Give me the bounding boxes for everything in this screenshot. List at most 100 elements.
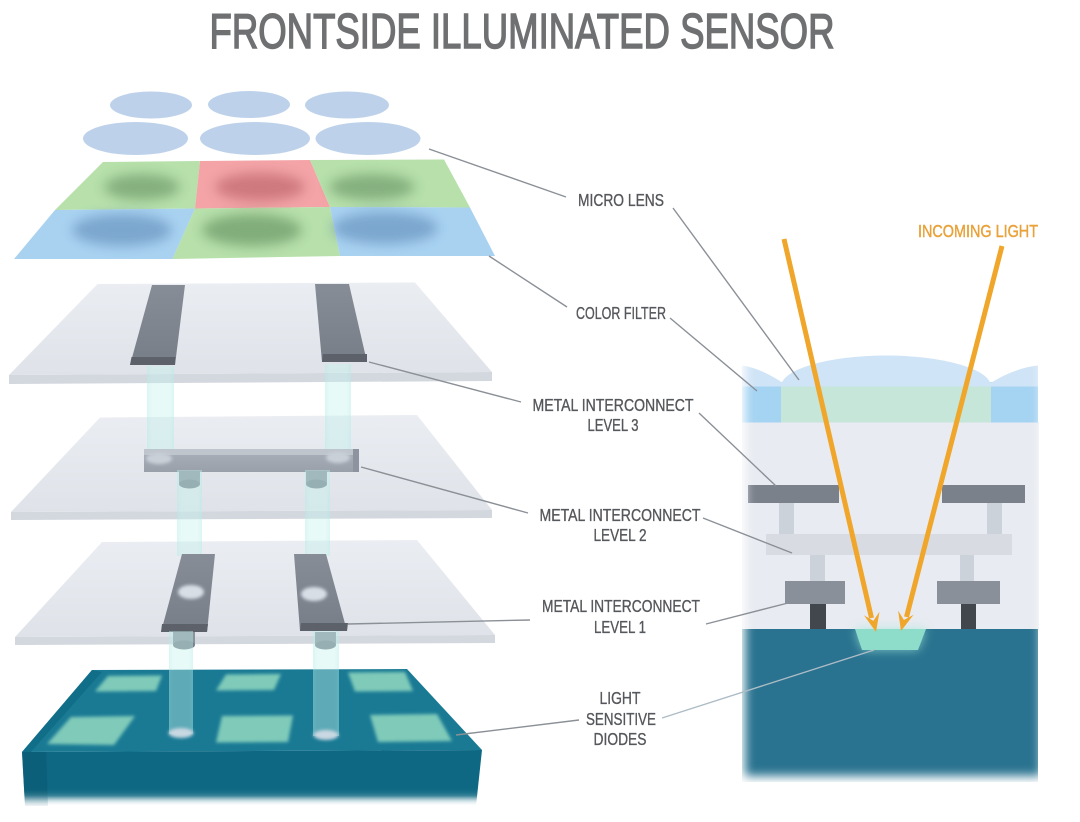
label-diodes-line1: LIGHT	[600, 688, 641, 708]
light-column-b2	[305, 470, 330, 556]
metal2-bar-top	[144, 449, 359, 455]
diode-box-front	[22, 750, 482, 806]
leader-colorfilter-right	[669, 317, 758, 392]
light-ray-right	[904, 245, 1005, 618]
light-columns-b	[177, 470, 330, 556]
label-diodes-line2: SENSITIVE	[586, 709, 656, 729]
leader-microlens-right	[672, 207, 800, 381]
metal2-via-hole-2	[326, 452, 350, 463]
metal3-bar-2-end	[322, 354, 367, 362]
metal1-bar-1-end	[161, 624, 208, 632]
leader-metal2-right	[702, 517, 793, 554]
microlens-array	[83, 91, 421, 155]
label-metal1-line1: METAL INTERCONNECT	[542, 596, 700, 616]
diagram-title: FRONTSIDE ILLUMINATED SENSOR	[210, 5, 835, 59]
metal1-slab-side	[15, 635, 495, 645]
light-column-a1	[147, 366, 174, 452]
color-filter-layer	[14, 159, 495, 259]
leader-metal3-right	[698, 412, 777, 487]
light-landing-spot-2	[313, 730, 339, 740]
metal3-slab-side	[9, 372, 492, 384]
cross-metal2-bar	[766, 534, 1012, 555]
diode-square-2	[216, 674, 281, 691]
label-metal2-line1: METAL INTERCONNECT	[540, 505, 701, 525]
metal3-slab	[9, 282, 492, 375]
diode-squares	[47, 672, 452, 745]
light-column-a2	[325, 364, 351, 452]
cross-metal1-block-left	[785, 581, 845, 604]
light-column-b1	[177, 470, 202, 556]
cross-section-view	[742, 355, 1039, 782]
cross-metal3-bar-right	[942, 485, 1025, 503]
label-metal1-line2: LEVEL 1	[594, 617, 646, 637]
leader-metal1-left	[347, 619, 531, 625]
leader-microlens-left	[428, 148, 567, 198]
label-metal3-line1: METAL INTERCONNECT	[533, 395, 694, 415]
diode-square-3	[348, 672, 413, 692]
diode-square-5	[216, 715, 293, 743]
cross-metal1-block-right	[937, 581, 1000, 604]
filter-cell-blobs	[72, 173, 438, 246]
metal2-bar-endcap	[353, 449, 359, 472]
metal1-slab	[15, 540, 495, 637]
light-columns-c	[168, 631, 339, 740]
metal1-bar-2-end	[300, 623, 348, 631]
cross-microlens-dome	[781, 355, 991, 387]
metal2-via-hole-1	[146, 453, 172, 464]
microlens-front-3	[315, 122, 421, 155]
light-columns-a	[147, 364, 351, 452]
diode-square-4	[47, 716, 135, 745]
label-diodes-line3: DIODES	[594, 729, 647, 749]
leader-metal1-right	[705, 602, 789, 625]
label-color-filter: COLOR FILTER	[576, 303, 666, 323]
cross-filter-blue-right	[991, 382, 1038, 423]
cross-pillar-3a	[779, 503, 794, 534]
cross-pillar-2a	[810, 555, 825, 581]
label-metal2-line2: LEVEL 2	[594, 525, 647, 545]
label-metal3-line2: LEVEL 3	[588, 415, 639, 435]
metal3-bar-1	[130, 285, 185, 365]
metal2-slab-side	[11, 510, 492, 520]
cross-pillar-3b	[987, 503, 1002, 534]
annotation-labels: MICRO LENS COLOR FILTER METAL INTERCONNE…	[532, 190, 1038, 749]
light-ray-left-arrowhead	[863, 611, 880, 632]
incoming-light-rays	[781, 238, 1005, 632]
exploded-view	[9, 91, 495, 806]
diode-square-1	[95, 675, 162, 692]
light-landing-spot-1	[168, 728, 194, 738]
light-column-c1	[169, 631, 193, 734]
cross-microlens-dome-right	[985, 365, 1038, 387]
diode-box-left-bevel	[22, 670, 102, 753]
cross-metal3-bar-left	[748, 485, 839, 503]
metal3-bar-1-end	[130, 357, 176, 365]
cross-diode	[855, 629, 926, 650]
diode-square-6	[370, 714, 452, 742]
label-incoming-light: INCOMING LIGHT	[918, 221, 1038, 241]
metal-interconnect-1-layer	[15, 540, 495, 645]
diode-box-front-left-shade	[22, 752, 48, 806]
microlens-back-1	[110, 91, 192, 119]
metal-interconnect-3-layer	[9, 282, 492, 384]
light-ray-left	[781, 238, 874, 619]
leader-metal2-left	[360, 466, 529, 514]
leader-colorfilter-left	[488, 255, 568, 308]
cross-filter-blue-left	[742, 382, 782, 423]
metal1-via-hole-1	[178, 585, 204, 599]
light-column-c2	[313, 631, 339, 736]
cross-microlens-dome-left	[742, 365, 788, 387]
label-micro-lens: MICRO LENS	[578, 190, 664, 210]
microlens-back-2	[208, 91, 290, 118]
light-ray-right-arrowhead	[898, 610, 914, 631]
leader-diodes-right	[661, 649, 875, 719]
microlens-front-1	[83, 122, 188, 155]
diode-box	[22, 669, 482, 806]
microlens-front-2	[200, 122, 310, 155]
cross-pillar-2b	[960, 555, 974, 581]
metal3-bar-2	[315, 284, 367, 362]
metal1-via-hole-2	[301, 587, 327, 601]
leader-lines	[347, 148, 875, 736]
leader-metal3-left	[368, 361, 522, 403]
cross-substrate	[742, 629, 1038, 782]
